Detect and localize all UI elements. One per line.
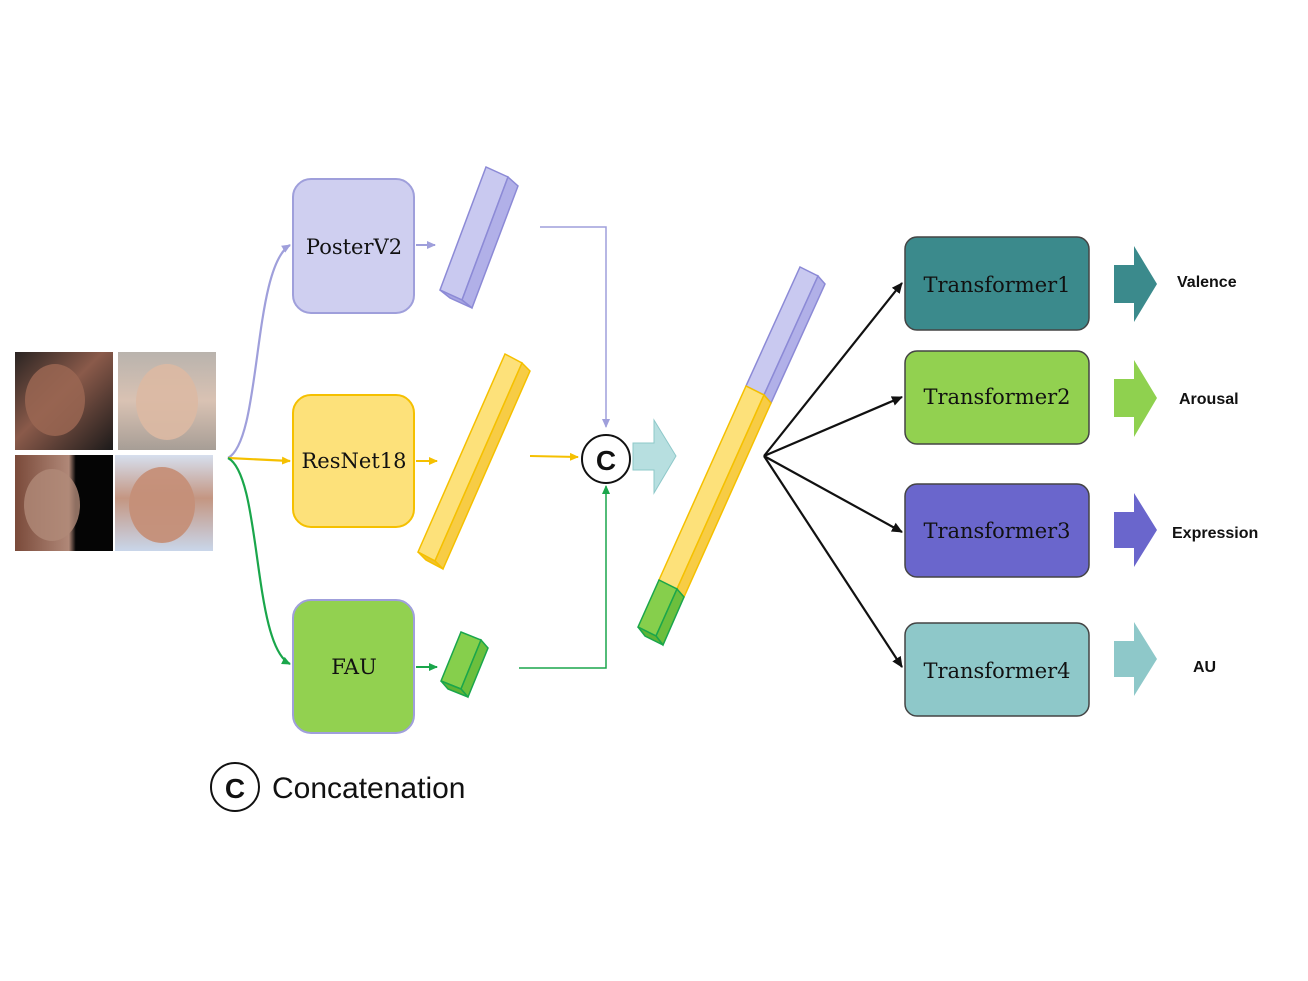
fused-green-end bbox=[637, 626, 664, 646]
head-transformer4: Transformer4 bbox=[904, 622, 1090, 717]
encoder-posterv2-box bbox=[292, 178, 415, 314]
feature-resnet-front bbox=[417, 352, 523, 563]
face-image-3-head bbox=[24, 469, 80, 541]
legend-concat-label: Concatenation bbox=[272, 772, 465, 805]
branch-to-fau bbox=[227, 457, 291, 665]
output-arrow-3 bbox=[1114, 493, 1157, 567]
fused-feature-vector bbox=[637, 265, 826, 647]
fused-yellow-front bbox=[658, 384, 765, 591]
fanout-arrow-1 bbox=[763, 282, 903, 457]
feature-vector-resnet bbox=[417, 352, 531, 571]
input-face-images bbox=[15, 352, 216, 551]
feature-resnet-side bbox=[434, 361, 531, 571]
branch-to-poster bbox=[227, 244, 291, 459]
transformer4-box bbox=[904, 622, 1090, 717]
feature-resnet-end bbox=[417, 551, 444, 570]
encoder-fau: FAU bbox=[292, 599, 415, 734]
concat-symbol: C bbox=[596, 445, 616, 476]
transformer1-box bbox=[904, 236, 1090, 331]
face-image-4-head bbox=[129, 467, 195, 543]
encoder-fau-box bbox=[292, 599, 415, 734]
feature-poster-end bbox=[439, 289, 473, 309]
output-arrow-1 bbox=[1114, 246, 1157, 322]
legend-concat-circle bbox=[210, 762, 260, 812]
encoder-fau-label: FAU bbox=[331, 655, 377, 679]
head-transformer2: Transformer2 bbox=[904, 350, 1090, 445]
concat-node: C bbox=[581, 434, 631, 484]
output-label-arousal: Arousal bbox=[1179, 391, 1239, 408]
encoder-posterv2: PosterV2 bbox=[292, 178, 415, 314]
poster-to-concat-line bbox=[540, 226, 610, 428]
output-label-au: AU bbox=[1193, 659, 1216, 676]
transformer2-label: Transformer2 bbox=[923, 385, 1070, 409]
output-label-expression: Expression bbox=[1172, 525, 1258, 542]
legend-concat-symbol: C bbox=[225, 773, 245, 804]
feature-vector-fau bbox=[440, 631, 489, 699]
transformer2-box bbox=[904, 350, 1090, 445]
fused-yellow-side bbox=[676, 393, 772, 599]
output-label-valence: Valence bbox=[1177, 274, 1237, 291]
fanout-arrow-2 bbox=[763, 395, 903, 458]
face-image-1-head bbox=[25, 364, 85, 436]
concat-output-arrow bbox=[632, 418, 677, 495]
output-arrow-2 bbox=[1114, 360, 1157, 437]
head-transformer1: Transformer1 bbox=[904, 236, 1090, 331]
output-arrow-4 bbox=[1114, 622, 1157, 696]
encoder-posterv2-label: PosterV2 bbox=[306, 235, 402, 259]
encoder-resnet18-box bbox=[292, 394, 415, 528]
feature-fau-end bbox=[440, 680, 469, 698]
encoder-resnet18: ResNet18 bbox=[292, 394, 415, 528]
feature-vector-poster bbox=[439, 165, 519, 310]
face-image-2-head bbox=[136, 364, 198, 440]
branch-to-resnet bbox=[227, 456, 291, 465]
fanout-arrow-3 bbox=[763, 455, 903, 533]
head-transformer3: Transformer3 bbox=[904, 483, 1090, 578]
transformer4-label: Transformer4 bbox=[923, 659, 1070, 683]
concat-circle bbox=[581, 434, 631, 484]
encoder-resnet18-label: ResNet18 bbox=[302, 449, 407, 473]
transformer3-box bbox=[904, 483, 1090, 578]
resnet-to-concat-line bbox=[529, 452, 579, 461]
legend: C Concatenation bbox=[210, 762, 465, 812]
fau-to-concat-line bbox=[519, 485, 610, 669]
transformer1-label: Transformer1 bbox=[923, 273, 1070, 297]
fanout-arrow-4 bbox=[763, 455, 903, 668]
transformer3-label: Transformer3 bbox=[923, 519, 1070, 543]
